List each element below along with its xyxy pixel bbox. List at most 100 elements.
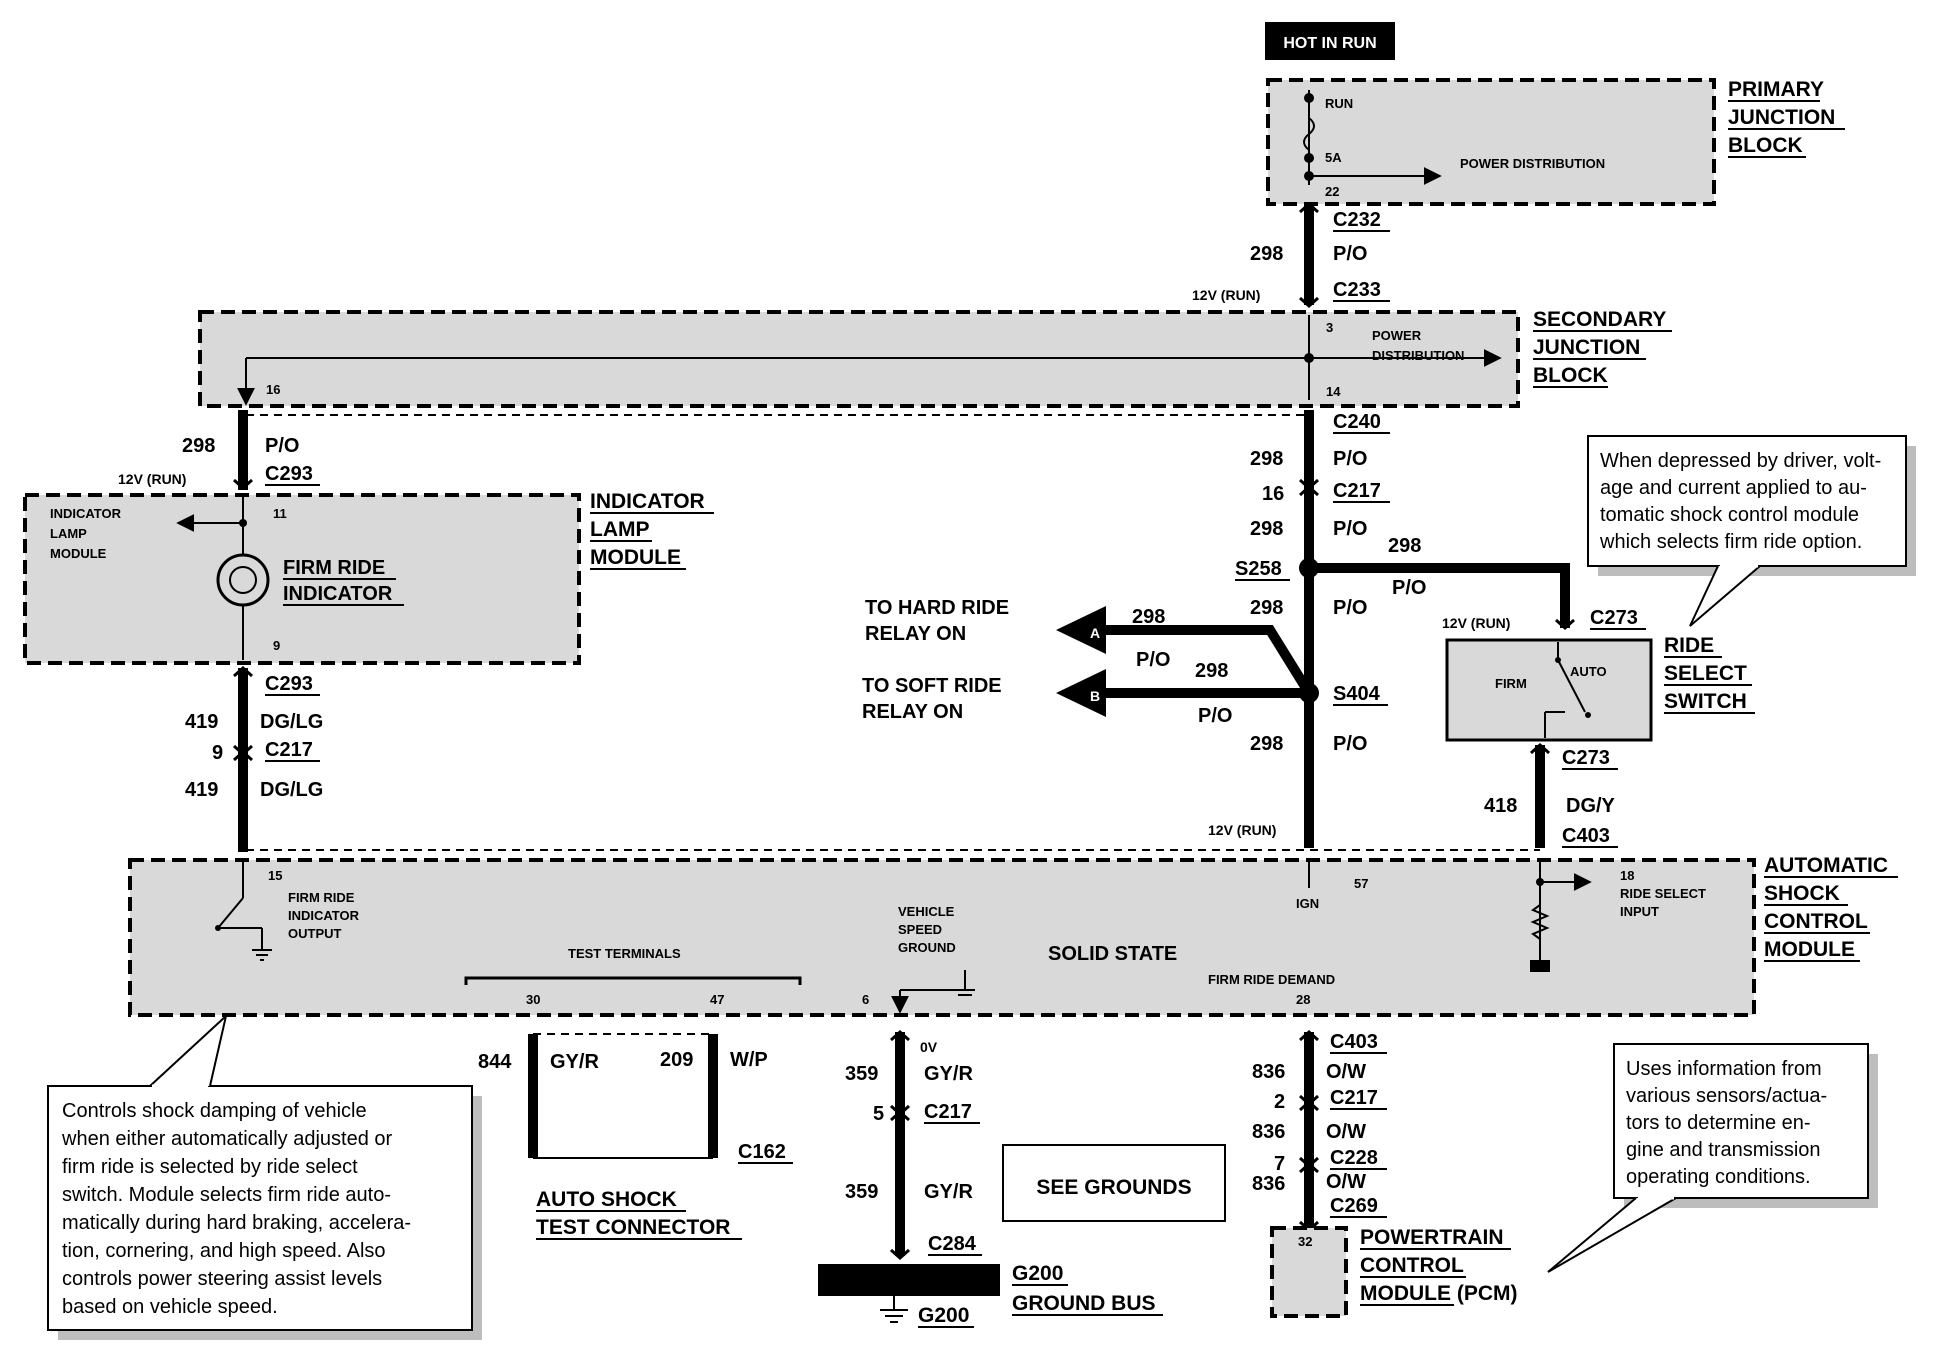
secondary-junction-block: 3 14 16 POWER DISTRIBUTION [198, 310, 1520, 408]
svg-text:FIRM: FIRM [1495, 676, 1527, 691]
svg-text:various sensors/actua-: various sensors/actua- [1626, 1085, 1827, 1107]
svg-text:HOT IN RUN: HOT IN RUN [1283, 35, 1376, 52]
svg-text:INDICATOR: INDICATOR [283, 583, 393, 605]
indicator-lamp-module: INDICATOR LAMP MODULE 11 9 FIRM RIDE IND… [23, 493, 581, 665]
svg-text:AUTO: AUTO [1570, 664, 1607, 679]
svg-text:14: 14 [1326, 384, 1341, 399]
svg-text:844: 844 [478, 1051, 512, 1073]
svg-text:836: 836 [1252, 1061, 1285, 1083]
svg-text:INPUT: INPUT [1620, 904, 1659, 919]
svg-text:INDICATOR: INDICATOR [288, 908, 360, 923]
svg-text:DG/Y: DG/Y [1566, 795, 1616, 817]
svg-text:209: 209 [660, 1049, 693, 1071]
svg-text:RELAY ON: RELAY ON [862, 701, 963, 723]
svg-text:O/W: O/W [1326, 1061, 1366, 1083]
svg-text:C217: C217 [265, 739, 313, 761]
svg-text:switch. Module selects firm ri: switch. Module selects firm ride auto- [62, 1184, 391, 1206]
svg-text:GROUND BUS: GROUND BUS [1012, 1292, 1156, 1315]
svg-text:JUNCTION: JUNCTION [1533, 336, 1640, 359]
svg-text:359: 359 [845, 1063, 878, 1085]
svg-text:FIRM RIDE: FIRM RIDE [283, 557, 385, 579]
svg-text:836: 836 [1252, 1121, 1285, 1143]
svg-text:298: 298 [1132, 606, 1165, 628]
svg-text:6: 6 [862, 992, 869, 1007]
svg-text:C293: C293 [265, 673, 313, 695]
svg-text:5: 5 [873, 1103, 884, 1125]
svg-text:11: 11 [273, 506, 287, 521]
svg-text:FIRM RIDE: FIRM RIDE [288, 890, 355, 905]
svg-text:3: 3 [1326, 320, 1333, 335]
svg-text:tors to determine en-: tors to determine en- [1626, 1112, 1811, 1134]
note-ride-select-switch: When depressed by driver, volt- age and … [1587, 435, 1916, 627]
svg-text:C217: C217 [1333, 480, 1381, 502]
svg-text:tomatic shock control module: tomatic shock control module [1600, 504, 1859, 526]
svg-text:0V: 0V [920, 1039, 938, 1055]
svg-text:298: 298 [1250, 733, 1283, 755]
svg-text:P/O: P/O [1333, 733, 1367, 755]
svg-text:298: 298 [1195, 660, 1228, 682]
svg-text:INDICATOR: INDICATOR [590, 490, 705, 513]
svg-text:W/P: W/P [730, 1049, 768, 1071]
svg-text:GY/R: GY/R [924, 1181, 973, 1203]
svg-text:When depressed by driver, volt: When depressed by driver, volt- [1600, 450, 1881, 472]
svg-text:GY/R: GY/R [550, 1051, 599, 1073]
svg-text:IGN: IGN [1296, 896, 1319, 911]
svg-text:OUTPUT: OUTPUT [288, 926, 342, 941]
svg-text:C233: C233 [1333, 279, 1381, 301]
svg-text:5A: 5A [1325, 150, 1342, 165]
svg-text:based on vehicle speed.: based on vehicle speed. [62, 1296, 278, 1318]
svg-text:S258: S258 [1235, 558, 1282, 580]
svg-text:PRIMARY: PRIMARY [1728, 78, 1824, 101]
svg-text:419: 419 [185, 711, 218, 733]
svg-text:22: 22 [1325, 184, 1339, 199]
svg-text:SECONDARY: SECONDARY [1533, 308, 1666, 331]
svg-text:P/O: P/O [1333, 243, 1367, 265]
svg-text:RIDE: RIDE [1664, 634, 1714, 657]
svg-text:C293: C293 [265, 463, 313, 485]
svg-text:DG/LG: DG/LG [260, 779, 323, 801]
svg-text:Uses information from: Uses information from [1626, 1058, 1822, 1080]
svg-text:firm ride is selected by ride: firm ride is selected by ride select [62, 1156, 358, 1178]
wire-298-main-top: C232 298 P/O 12V (RUN) C233 [1192, 201, 1390, 309]
see-grounds-box: SEE GROUNDS [1002, 1144, 1226, 1222]
svg-text:C217: C217 [924, 1101, 972, 1123]
svg-text:C240: C240 [1333, 411, 1381, 433]
svg-text:C217: C217 [1330, 1087, 1378, 1109]
svg-text:TEST TERMINALS: TEST TERMINALS [568, 946, 681, 961]
svg-text:C273: C273 [1562, 747, 1610, 769]
svg-text:MODULE: MODULE [590, 546, 681, 569]
auto-shock-control-module: 15 FIRM RIDE INDICATOR OUTPUT TEST TERMI… [128, 858, 1756, 1017]
svg-text:POWER: POWER [1372, 328, 1422, 343]
ride-select-switch-title: RIDE SELECT SWITCH [1664, 634, 1755, 714]
note-auto-shock-module: Controls shock damping of vehicle when e… [47, 1013, 482, 1340]
wire-419: C293 419 DG/LG 9 C217 419 DG/LG [185, 665, 323, 852]
svg-text:C228: C228 [1330, 1147, 1378, 1169]
ride-select-switch: 12V (RUN) C273 FIRM AUTO [1442, 607, 1653, 742]
svg-text:C403: C403 [1562, 825, 1610, 847]
svg-text:TO HARD RIDE: TO HARD RIDE [865, 597, 1009, 619]
svg-text:9: 9 [273, 638, 280, 653]
svg-text:AUTO SHOCK: AUTO SHOCK [536, 1188, 677, 1211]
svg-text:28: 28 [1296, 992, 1310, 1007]
svg-text:BLOCK: BLOCK [1728, 134, 1803, 157]
svg-text:O/W: O/W [1326, 1121, 1366, 1143]
svg-text:MODULE: MODULE [1764, 938, 1855, 961]
svg-text:RELAY ON: RELAY ON [865, 623, 966, 645]
svg-text:VEHICLE: VEHICLE [898, 904, 955, 919]
svg-text:12V (RUN): 12V (RUN) [1208, 822, 1276, 838]
relay-hard-ride: A TO HARD RIDE RELAY ON 298 P/O [865, 597, 1314, 696]
indicator-lamp-module-title: INDICATOR LAMP MODULE [590, 490, 714, 570]
svg-text:Controls shock damping of vehi: Controls shock damping of vehicle [62, 1100, 367, 1122]
svg-text:P/O: P/O [265, 435, 299, 457]
svg-text:GROUND: GROUND [898, 940, 956, 955]
svg-text:DISTRIBUTION: DISTRIBUTION [1372, 348, 1464, 363]
svg-text:G200: G200 [918, 1304, 969, 1327]
svg-text:GY/R: GY/R [924, 1063, 973, 1085]
svg-text:SPEED: SPEED [898, 922, 942, 937]
svg-text:C269: C269 [1330, 1195, 1378, 1217]
svg-text:18: 18 [1620, 868, 1634, 883]
wire-418: C273 418 DG/Y C403 [1484, 742, 1618, 848]
svg-text:30: 30 [526, 992, 540, 1007]
svg-text:which selects firm ride option: which selects firm ride option. [1599, 531, 1862, 553]
svg-text:359: 359 [845, 1181, 878, 1203]
